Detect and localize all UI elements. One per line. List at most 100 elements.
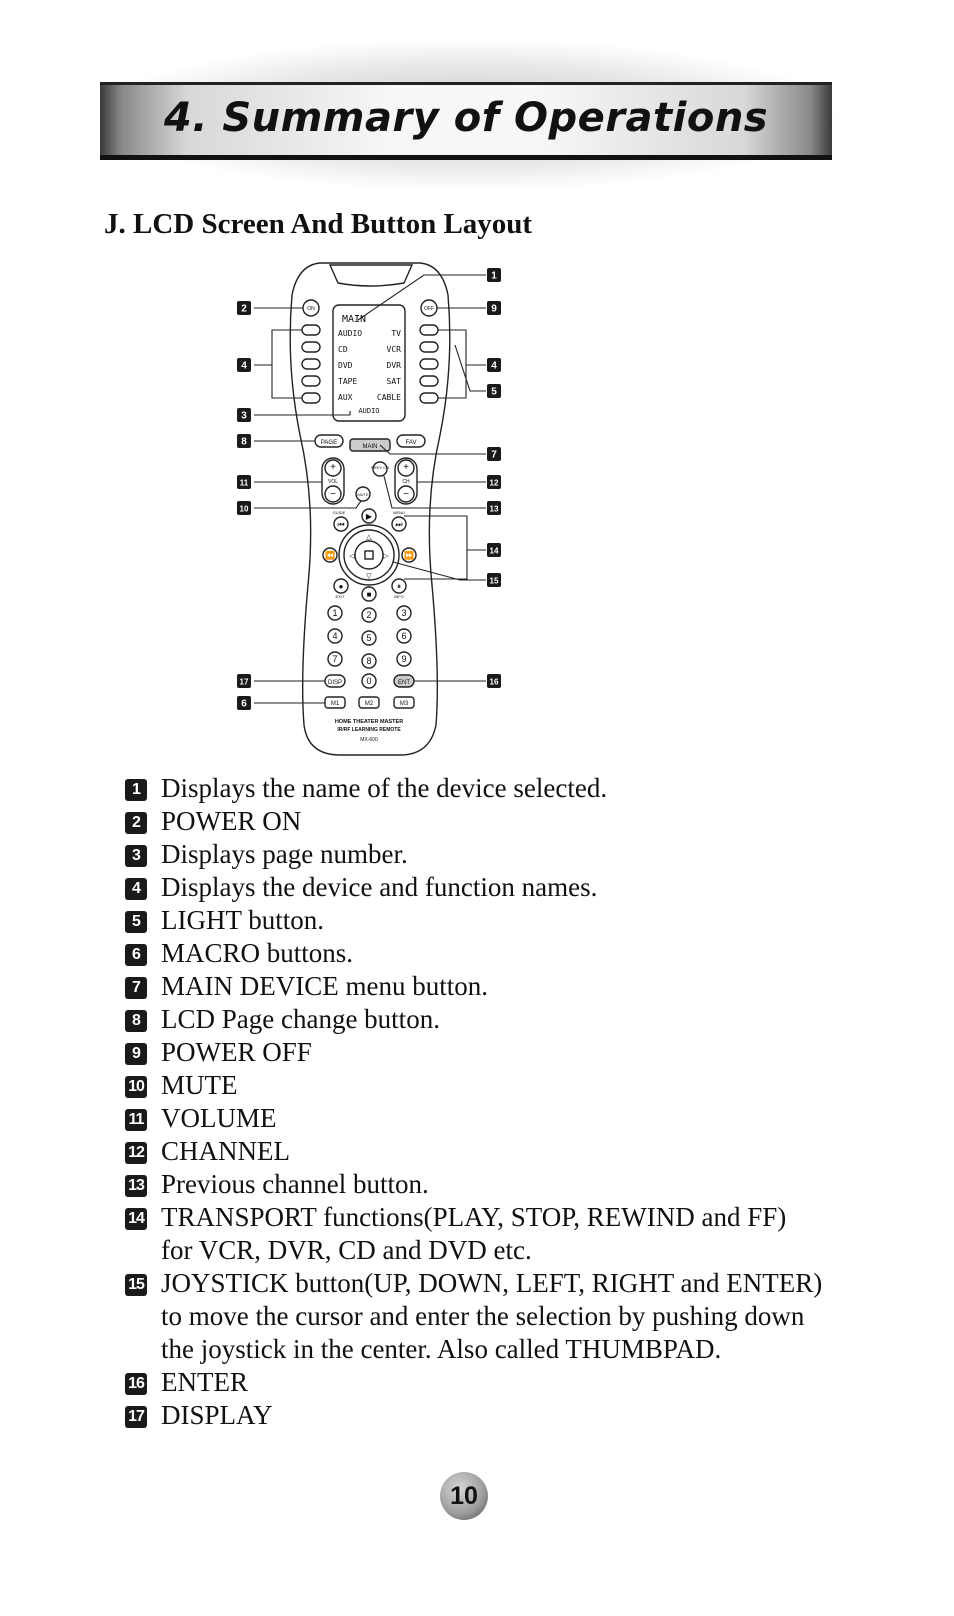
number-badge: 9	[125, 1043, 147, 1065]
brand-line-2: IR/RF LEARNING REMOTE	[337, 727, 401, 733]
main-button	[349, 438, 391, 452]
svg-text:MUTE: MUTE	[357, 492, 369, 497]
callout-number: 3	[241, 411, 247, 422]
mute-button	[355, 486, 371, 502]
svg-text:M3: M3	[400, 701, 409, 707]
joystick-ring	[338, 524, 400, 586]
callout-badge	[237, 301, 251, 315]
number-badge: 11	[125, 1109, 147, 1131]
svg-text:PAGE: PAGE	[321, 440, 337, 446]
svg-text:DVD: DVD	[338, 361, 353, 370]
number-badge: 8	[125, 1010, 147, 1032]
svg-text:AUDIO: AUDIO	[338, 329, 362, 338]
callout-badge	[487, 501, 501, 515]
callout-badge	[237, 501, 251, 515]
svg-text:3: 3	[401, 608, 406, 618]
prev-channel-button	[372, 461, 388, 477]
number-badge: 15	[125, 1274, 147, 1296]
svg-text:●: ●	[339, 582, 344, 591]
callout-badge	[237, 358, 251, 372]
chapter-title: 4. Summary of Operations	[163, 95, 769, 141]
number-badge: 2	[125, 812, 147, 834]
lcd-side-buttons-left	[301, 324, 321, 404]
svg-text:⏮: ⏮	[337, 520, 344, 529]
svg-text:OFF: OFF	[424, 306, 434, 312]
callout-number: 14	[490, 547, 499, 556]
svg-text:▷: ▷	[383, 553, 389, 560]
svg-text:⏭: ⏭	[395, 520, 402, 529]
svg-text:7: 7	[332, 654, 337, 664]
svg-text:SAT: SAT	[387, 377, 402, 386]
callout-number: 9	[491, 304, 497, 315]
svg-text:DVR: DVR	[387, 361, 402, 370]
svg-text:+: +	[330, 462, 336, 473]
lcd-screen	[332, 304, 406, 422]
lcd-title: MAIN	[342, 314, 366, 325]
number-badge: 7	[125, 977, 147, 999]
svg-text:CH: CH	[402, 479, 410, 485]
callout-badge	[237, 674, 251, 688]
svg-text:▽: ▽	[366, 573, 372, 580]
number-badge: 1	[125, 779, 147, 801]
svg-text:MAIN: MAIN	[363, 444, 378, 450]
number-badge: 16	[125, 1373, 147, 1395]
svg-text:GUIDE: GUIDE	[333, 510, 346, 515]
callout-number: 7	[491, 450, 497, 461]
callout-number: 13	[490, 505, 499, 514]
svg-text:8: 8	[366, 656, 371, 666]
svg-text:−: −	[330, 489, 336, 500]
callout-number: 11	[240, 479, 249, 488]
svg-text:M2: M2	[365, 701, 374, 707]
number-badge: 17	[125, 1406, 147, 1428]
svg-text:CABLE: CABLE	[377, 393, 401, 402]
callout-number: 2	[241, 304, 247, 315]
number-badge: 5	[125, 911, 147, 933]
svg-text:EXIT: EXIT	[336, 594, 345, 599]
callout-number: 12	[490, 479, 499, 488]
callout-badge	[237, 408, 251, 422]
callout-number: 1	[491, 271, 497, 282]
callout-number: 17	[240, 678, 249, 687]
callout-number: 4	[491, 361, 497, 372]
remote-top-window	[328, 264, 414, 287]
svg-text:FAV: FAV	[406, 440, 417, 446]
volume-rocker	[321, 457, 345, 505]
model-label: MX-600	[360, 737, 378, 743]
svg-text:■: ■	[367, 590, 372, 599]
svg-text:TAPE: TAPE	[338, 377, 357, 386]
svg-text:TV: TV	[391, 329, 401, 338]
callout-badge	[237, 475, 251, 489]
page-number: 10	[440, 1472, 488, 1520]
callout-badge	[487, 301, 501, 315]
brand-line-1: HOME THEATER MASTER	[335, 719, 403, 725]
callout-number: 16	[490, 678, 499, 687]
svg-text:1: 1	[332, 608, 337, 618]
callout-badge	[487, 384, 501, 398]
svg-text:◁: ◁	[349, 553, 355, 560]
number-badge: 4	[125, 878, 147, 900]
svg-text:−: −	[403, 489, 409, 500]
number-badge: 6	[125, 944, 147, 966]
fav-button	[396, 434, 426, 448]
callout-badge	[237, 696, 251, 710]
svg-text:⏸: ⏸	[397, 582, 401, 591]
callout-badge	[487, 475, 501, 489]
section-heading: J. LCD Screen And Button Layout	[104, 208, 533, 240]
svg-text:△: △	[366, 534, 372, 541]
svg-text:⏩: ⏩	[404, 550, 414, 560]
callout-badge	[487, 674, 501, 688]
